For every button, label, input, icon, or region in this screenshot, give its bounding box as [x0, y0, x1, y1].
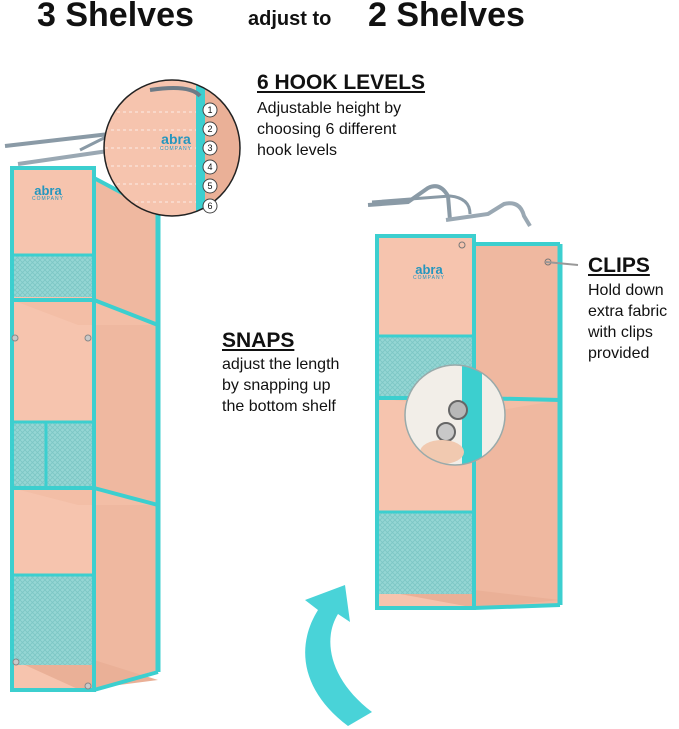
hook-levels-line: hook levels — [257, 142, 338, 159]
hook-level-number-list: 1 2 3 4 5 6 — [207, 105, 213, 211]
heading-adjust-to: adjust to — [248, 8, 332, 30]
three-shelf-organizer — [4, 129, 161, 692]
clips-line: provided — [588, 345, 650, 362]
snaps-line: the bottom shelf — [222, 398, 336, 415]
curved-arrow-icon — [305, 585, 372, 726]
clips-line: with clips — [588, 324, 653, 341]
hook-levels-title: 6 HOOK LEVELS — [257, 71, 426, 94]
clips-line: extra fabric — [588, 303, 668, 320]
snaps-line: by snapping up — [222, 377, 331, 394]
brand-logo-zoom: abra COMPANY — [160, 131, 192, 152]
brand-logo-left: abra COMPANY — [32, 183, 64, 202]
heading-two-shelves: 2 Shelves — [368, 0, 525, 34]
hook-levels-line: choosing 6 different — [257, 121, 397, 138]
snaps-caption: SNAPS adjust the length by snapping up t… — [222, 329, 339, 417]
clips-caption: CLIPS Hold down extra fabric with clips … — [588, 254, 667, 364]
brand-logo-right: abra COMPANY — [413, 262, 445, 281]
snaps-title: SNAPS — [222, 329, 295, 352]
two-shelf-organizer — [367, 184, 579, 610]
heading-three-shelves: 3 Shelves — [37, 0, 194, 34]
clips-title: CLIPS — [588, 254, 650, 277]
hook-levels-line: Adjustable height by — [257, 100, 402, 117]
snaps-zoom — [405, 365, 505, 465]
clips-line: Hold down — [588, 282, 664, 299]
hook-levels-caption: 6 HOOK LEVELS Adjustable height by choos… — [257, 71, 425, 161]
snaps-line: adjust the length — [222, 356, 340, 373]
